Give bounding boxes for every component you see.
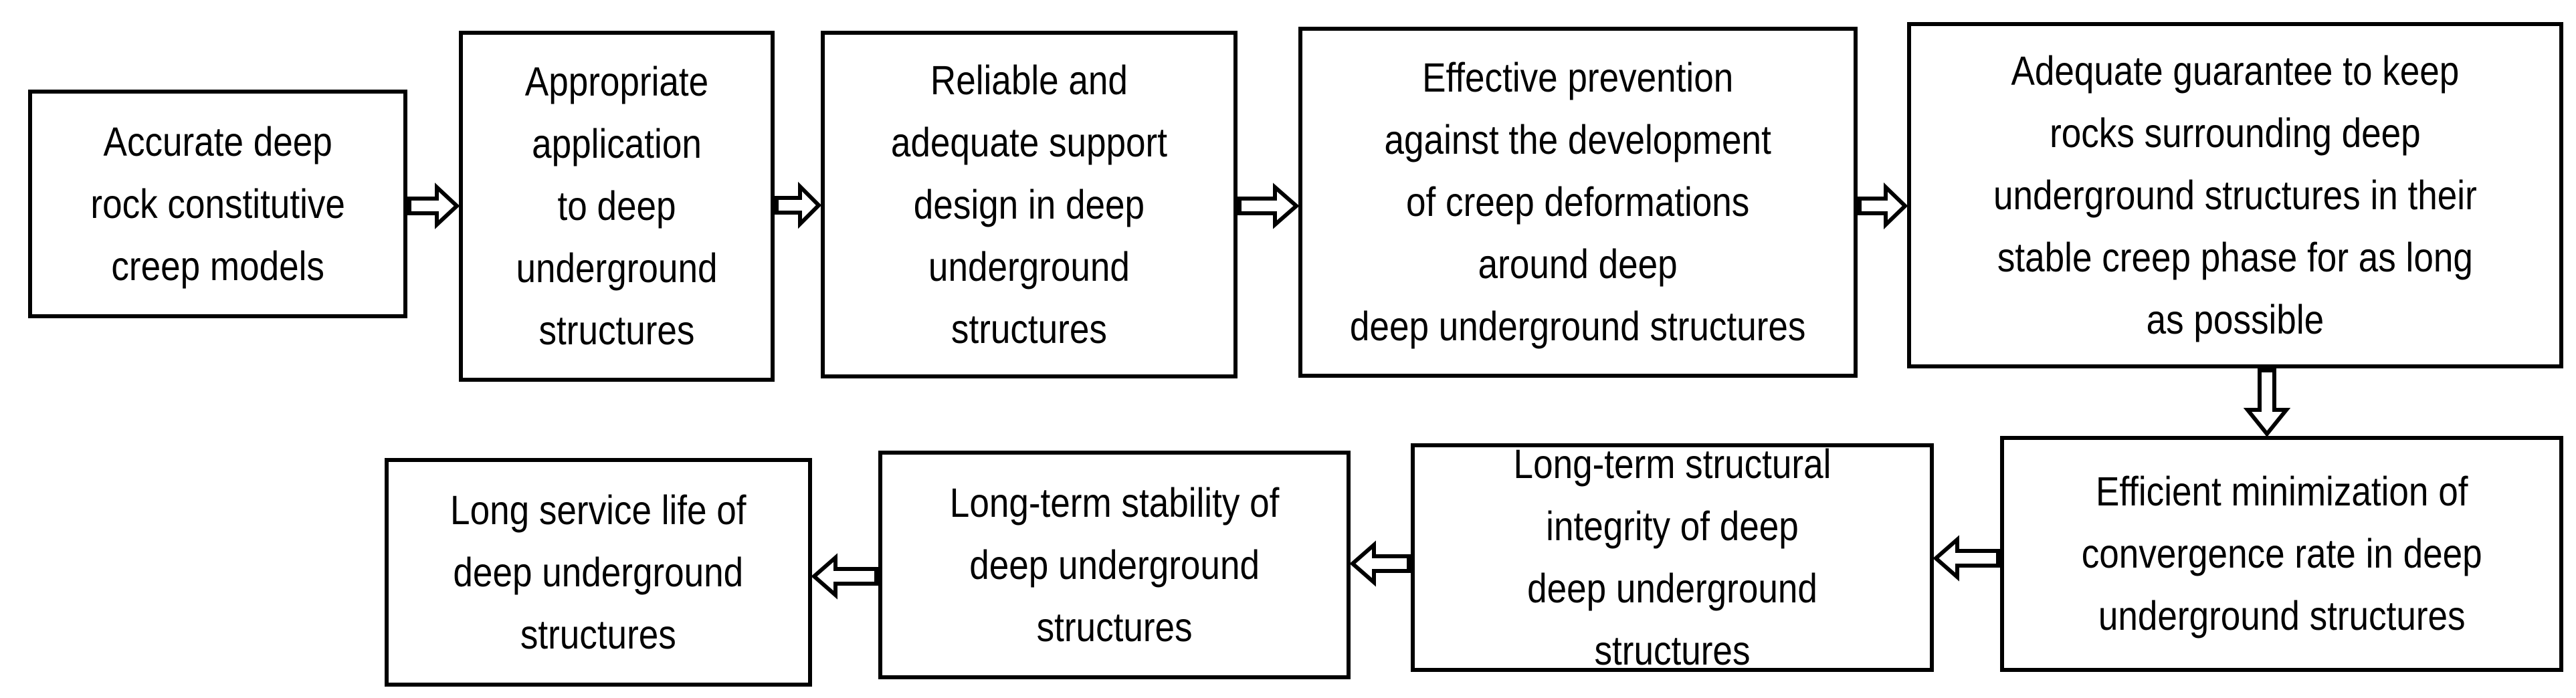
step-box-appropriate-application: Appropriate application to deep undergro… [459,31,775,382]
step-text-long-term-stability: Long-term stability of deep underground … [949,479,1280,650]
step-box-long-service-life: Long service life of deep underground st… [385,458,812,687]
arrow-right-2 [775,181,822,229]
step-text-long-service-life: Long service life of deep underground st… [450,487,747,657]
step-box-support-design: Reliable and adequate support design in … [821,31,1237,378]
step-text-appropriate-application: Appropriate application to deep undergro… [516,59,718,353]
step-box-creep-prevention: Effective prevention against the develop… [1298,27,1858,378]
arrow-left-1 [1933,535,2000,582]
step-box-structural-integrity: Long-term structural integrity of deep d… [1411,441,1934,673]
step-box-convergence-minimization: Efficient minimization of convergence ra… [2000,436,2563,672]
arrow-right-3 [1237,183,1300,229]
step-text-structural-integrity: Long-term structural integrity of deep d… [1513,441,1831,673]
step-text-support-design: Reliable and adequate support design in … [890,57,1168,352]
arrow-down [2243,368,2291,437]
step-text-stable-creep-phase: Adequate guarantee to keep rocks surroun… [1993,47,2477,342]
step-box-accurate-creep-models: Accurate deep rock constitutive creep mo… [28,90,407,318]
arrow-right-4 [1858,182,1908,230]
step-box-stable-creep-phase: Adequate guarantee to keep rocks surroun… [1907,22,2563,368]
step-text-creep-prevention: Effective prevention against the develop… [1350,55,1806,349]
step-text-accurate-creep-models: Accurate deep rock constitutive creep mo… [90,118,345,289]
arrow-left-3 [811,553,878,600]
step-text-convergence-minimization: Efficient minimization of convergence ra… [2081,469,2482,638]
arrow-left-2 [1349,540,1411,587]
arrow-right-1 [407,183,460,229]
step-box-long-term-stability: Long-term stability of deep underground … [878,451,1351,679]
